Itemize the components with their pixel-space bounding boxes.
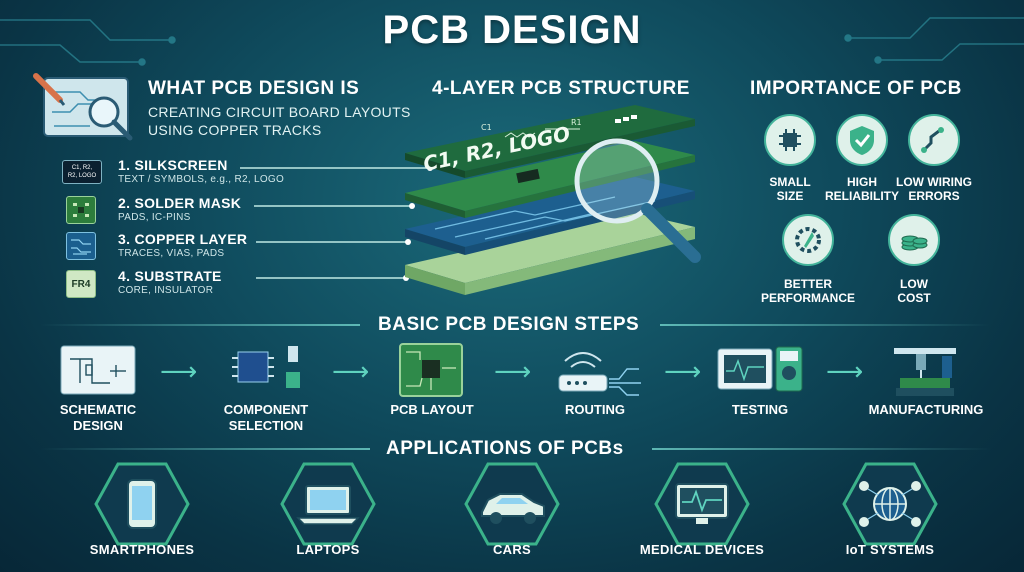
importance-item-line2: RELIABILITY [825, 189, 899, 203]
step-schematic-design: SCHEMATIC DESIGN [40, 402, 156, 434]
importance-small-size: SMALL SIZE [740, 175, 840, 203]
rocket-gear-icon [782, 214, 834, 266]
layer-solder-mask-title: 2. SOLDER MASK [118, 195, 242, 211]
layer-copper: 3. COPPER LAYER TRACES, VIAS, PADS [118, 231, 247, 259]
step-component-selection: COMPONENT SELECTION [206, 402, 326, 434]
arrow-right-icon: ⟶ [664, 356, 702, 386]
step-pcb-layout: PCB LAYOUT [372, 402, 492, 418]
layer-silkscreen: 1. SILKSCREEN TEXT / SYMBOLS, e.g., R2, … [118, 157, 284, 185]
app-smartphones: SMARTPHONES [89, 542, 195, 557]
page-title: PCB DESIGN [382, 8, 642, 52]
step-label-line1: PCB LAYOUT [390, 402, 474, 417]
manufacturing-icon [894, 348, 956, 396]
laptop-icon [280, 462, 376, 546]
pcb-layout-icon [399, 343, 463, 397]
what-desc-line1: CREATING CIRCUIT BOARD LAYOUTS [148, 104, 411, 120]
step-label-line1: COMPONENT [223, 402, 309, 417]
small-r1-label: R1 [571, 118, 582, 127]
substrate-icon-text: FR4 [71, 278, 91, 290]
router-icon [558, 352, 641, 396]
app-cars: CARS [492, 542, 532, 557]
what-heading: WHAT PCB DESIGN IS [148, 78, 360, 99]
silkscreen-icon-text-2: R2, LOGO [67, 173, 97, 179]
arrow-right-icon: ⟶ [160, 356, 198, 386]
silkscreen-icon-text-1: C1, R2, [71, 165, 93, 171]
arrow-right-icon: ⟶ [826, 356, 864, 386]
step-label-line1: MANUFACTURING [868, 402, 984, 417]
app-iot-systems: IoT SYSTEMS [845, 542, 935, 557]
layer-connector-lines [240, 165, 433, 281]
step-testing: TESTING [700, 402, 820, 418]
importance-item-line2: COST [897, 291, 931, 305]
step-label-line1: ROUTING [565, 402, 625, 417]
coins-icon [888, 214, 940, 266]
layer-copper-title: 3. COPPER LAYER [118, 231, 248, 247]
importance-low-wiring-errors: LOW WIRING ERRORS [884, 175, 984, 203]
app-medical-devices: MEDICAL DEVICES [639, 542, 765, 557]
importance-item-line1: HIGH [847, 175, 877, 189]
importance-item-line2: SIZE [776, 189, 804, 203]
importance-item-line1: LOW [900, 277, 928, 291]
layer-silkscreen-title: 1. SILKSCREEN [118, 157, 228, 173]
silkscreen-icon: C1, R2, R2, LOGO [62, 160, 102, 184]
globe-network-icon [842, 462, 938, 546]
layer-solder-mask: 2. SOLDER MASK PADS, IC-PINS [118, 195, 241, 223]
monitor-ecg-icon [654, 462, 750, 546]
arrow-right-icon: ⟶ [332, 356, 370, 386]
smartphone-icon [94, 462, 190, 546]
car-icon [464, 462, 560, 546]
solder-mask-icon [66, 196, 96, 224]
step-label-line1: TESTING [731, 402, 789, 417]
copper-layer-icon [66, 232, 96, 260]
layer-substrate: 4. SUBSTRATE CORE, INSULATOR [118, 268, 222, 296]
step-label-line2: DESIGN [73, 418, 123, 433]
pcb-magnifier-icon [33, 73, 133, 141]
testing-icon [717, 346, 803, 392]
layer-silkscreen-desc: TEXT / SYMBOLS, e.g., R2, LOGO [118, 174, 285, 185]
importance-item-line1: BETTER [784, 277, 832, 291]
small-c1-label: C1 [481, 123, 492, 132]
importance-item-line2: PERFORMANCE [760, 291, 855, 305]
step-label-line1: SCHEMATIC [59, 402, 137, 417]
step-routing: ROUTING [535, 402, 655, 418]
arrow-right-icon: ⟶ [494, 356, 532, 386]
steps-heading: BASIC PCB DESIGN STEPS [378, 314, 640, 335]
importance-item-line1: SMALL [769, 175, 811, 189]
step-label-line2: SELECTION [228, 418, 304, 433]
layer-substrate-title: 4. SUBSTRATE [118, 268, 222, 284]
importance-item-line1: LOW WIRING [896, 175, 972, 189]
structure-heading: 4-LAYER PCB STRUCTURE [432, 78, 690, 99]
layer-substrate-desc: CORE, INSULATOR [118, 285, 214, 296]
app-laptops: LAPTOPS [296, 542, 360, 557]
substrate-icon: FR4 [66, 270, 96, 298]
step-manufacturing: MANUFACTURING [856, 402, 996, 418]
shield-check-icon [836, 114, 888, 166]
layer-copper-desc: TRACES, VIAS, PADS [118, 248, 225, 259]
schematic-design-icon [60, 345, 136, 395]
layer-solder-mask-desc: PADS, IC-PINS [118, 212, 191, 223]
component-selection-icon [232, 346, 300, 388]
importance-better-performance: BETTER PERFORMANCE [758, 277, 858, 305]
importance-low-cost: LOW COST [864, 277, 964, 305]
importance-heading: IMPORTANCE OF PCB [750, 78, 962, 99]
applications-heading: APPLICATIONS OF PCBs [386, 438, 624, 459]
what-desc-line2: USING COPPER TRACKS [148, 122, 322, 138]
wiring-icon [908, 114, 960, 166]
importance-item-line2: ERRORS [908, 189, 960, 203]
pcb-layer-stack: C1 R1 C1, R2, LOGO [405, 105, 701, 295]
importance-high-reliability: HIGH RELIABILITY [812, 175, 912, 203]
chip-icon [764, 114, 816, 166]
